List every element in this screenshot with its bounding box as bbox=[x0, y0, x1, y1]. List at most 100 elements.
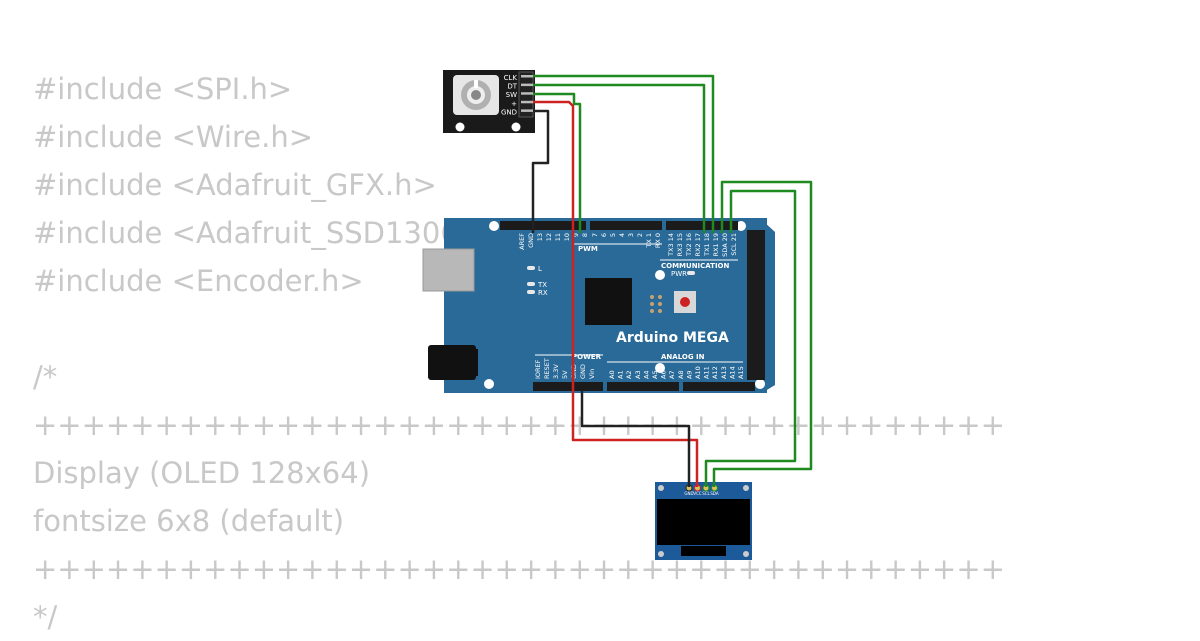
encoder-mount-hole bbox=[511, 122, 521, 132]
mounting-hole bbox=[489, 221, 499, 231]
encoder-pin bbox=[521, 83, 533, 87]
pin-label: RX 0 bbox=[654, 233, 662, 248]
pin-label: A3 bbox=[634, 370, 642, 379]
header-top-comm bbox=[666, 221, 738, 230]
pin-label: A10 bbox=[694, 366, 702, 379]
pin-label: RX3 15 bbox=[676, 233, 684, 256]
wire-sw bbox=[533, 92, 582, 233]
mcu-chip bbox=[585, 278, 632, 325]
pin-label: TX1 18 bbox=[703, 233, 711, 257]
pin-label: 12 bbox=[545, 233, 553, 241]
pwm-label: PWM bbox=[578, 245, 598, 253]
wire-clk bbox=[533, 74, 715, 233]
encoder-pin-label: SW bbox=[506, 91, 517, 99]
pin-label: A11 bbox=[703, 366, 711, 379]
code-line: /* bbox=[33, 360, 58, 394]
pin-label: A8 bbox=[677, 370, 685, 379]
code-line: Display (OLED 128x64) bbox=[33, 456, 371, 490]
code-line: ++++++++++++++++++++++++++++++++++++++++ bbox=[33, 552, 1005, 586]
communication-label: COMMUNICATION bbox=[661, 262, 730, 270]
pwr-label: PWR bbox=[671, 270, 687, 278]
led-tx-label: TX bbox=[537, 281, 547, 289]
pin-label: A2 bbox=[625, 370, 633, 379]
pin-label: A7 bbox=[668, 370, 676, 379]
wire-scl bbox=[704, 189, 797, 487]
pin-label: RX2 17 bbox=[694, 233, 702, 256]
pin-label: 13 bbox=[536, 233, 544, 241]
pin-label: A9 bbox=[685, 370, 693, 379]
wire-sda bbox=[712, 180, 813, 487]
pin-label: RESET bbox=[543, 358, 551, 379]
pin-label: A1 bbox=[617, 370, 625, 379]
power-label: POWER bbox=[572, 353, 602, 361]
icsp-header bbox=[650, 295, 662, 313]
code-line: #include <SPI.h> bbox=[33, 72, 293, 106]
wires bbox=[531, 74, 813, 487]
pin-label: 4 bbox=[618, 233, 626, 237]
pin-label: 3.3V bbox=[552, 364, 560, 379]
pin-label: Vin bbox=[588, 369, 596, 379]
pin-label: 5 bbox=[609, 233, 617, 237]
pin-label: GND bbox=[527, 233, 535, 248]
pin-label: A0 bbox=[608, 370, 616, 379]
pin-label: A5 bbox=[651, 370, 659, 379]
code-line: */ bbox=[33, 600, 58, 634]
oled-pin-label: SDA bbox=[710, 491, 719, 496]
pin-label: TX 1 bbox=[645, 233, 653, 249]
pin-label: 3 bbox=[627, 233, 635, 237]
header-top-left bbox=[500, 221, 586, 230]
pin-label: SCL 21 bbox=[730, 233, 738, 256]
pin-label: 11 bbox=[554, 233, 562, 241]
encoder-pin-label: DT bbox=[507, 83, 517, 91]
wire-vcc bbox=[533, 100, 699, 487]
arduino-mega-board: L TX RX PWR PWM COMMUNICATION POWER ANAL… bbox=[422, 218, 775, 393]
code-line: ++++++++++++++++++++++++++++++++++++++++ bbox=[33, 408, 1005, 442]
led-rx-label: RX bbox=[538, 289, 548, 297]
power-jack bbox=[428, 345, 476, 380]
pin-label: A6 bbox=[660, 370, 668, 379]
led-l bbox=[527, 266, 535, 270]
oled-pin-label: SCL bbox=[702, 491, 710, 496]
pin-label: 8 bbox=[581, 233, 589, 237]
led-rx bbox=[527, 290, 535, 294]
code-line: #include <Encoder.h> bbox=[33, 264, 364, 298]
pin-label: RX1 19 bbox=[712, 233, 720, 256]
header-power bbox=[533, 382, 603, 391]
pin-label: 7 bbox=[591, 233, 599, 237]
mounting-hole bbox=[484, 379, 494, 389]
pin-label: GND bbox=[579, 364, 587, 379]
analog-in-label: ANALOG IN bbox=[661, 353, 705, 361]
pin-label: 6 bbox=[600, 233, 608, 237]
encoder-pin-label: CLK bbox=[504, 74, 518, 82]
mounting-hole bbox=[655, 363, 665, 373]
pin-label: TX3 14 bbox=[667, 233, 675, 257]
header-top-mid bbox=[590, 221, 662, 230]
header-analog-2 bbox=[683, 382, 755, 391]
oled-pin-label: VCC bbox=[693, 491, 702, 496]
oled-screen bbox=[657, 499, 750, 545]
encoder-mount-hole bbox=[455, 122, 465, 132]
led-l-label: L bbox=[538, 265, 542, 273]
code-line: fontsize 6x8 (default) bbox=[33, 504, 345, 538]
pin-label: SDA 20 bbox=[721, 233, 729, 257]
pin-label: AREF bbox=[518, 233, 526, 250]
usb-port bbox=[422, 248, 475, 292]
pin-label: 2 bbox=[636, 233, 644, 237]
wire-gnd-oled bbox=[580, 390, 691, 487]
pin-label: A13 bbox=[720, 366, 728, 379]
code-line: #include <Adafruit_GFX.h> bbox=[33, 168, 437, 202]
encoder-pin bbox=[521, 100, 533, 104]
mounting-hole bbox=[655, 270, 665, 280]
pin-label: 10 bbox=[563, 233, 571, 241]
mounting-hole bbox=[736, 221, 746, 231]
encoder-pin bbox=[521, 109, 533, 112]
pin-label: A4 bbox=[642, 370, 650, 379]
encoder-pin bbox=[521, 75, 533, 78]
wire-gnd-encoder bbox=[531, 109, 550, 233]
oled-pin-label: GND bbox=[684, 491, 693, 496]
